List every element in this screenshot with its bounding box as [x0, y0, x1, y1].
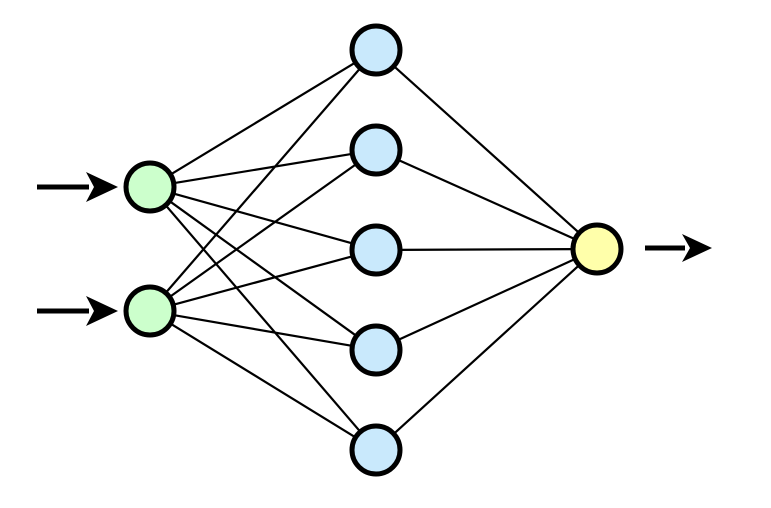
input-arrow-bottom: [37, 296, 118, 326]
edges-group: [164, 60, 581, 439]
node-hidden-1[interactable]: [349, 23, 403, 77]
edge-input-1-to-hidden-2: [172, 152, 354, 185]
node-hidden-5[interactable]: [349, 423, 403, 477]
node-hidden-2[interactable]: [349, 123, 403, 177]
edge-input-1-to-hidden-4: [168, 199, 358, 338]
node-hidden-3[interactable]: [349, 223, 403, 277]
node-hidden-4[interactable]: [349, 323, 403, 377]
input-arrow-top-head: [86, 172, 118, 202]
edge-input-1-to-hidden-5: [164, 203, 362, 434]
input-arrow-top: [37, 172, 118, 202]
edge-input-2-to-hidden-5: [169, 322, 357, 439]
output-arrow-head: [682, 234, 712, 262]
edge-input-2-to-hidden-2: [168, 162, 358, 299]
node-input-2[interactable]: [123, 284, 177, 338]
node-input-1[interactable]: [123, 160, 177, 214]
edge-input-1-to-hidden-1: [169, 60, 357, 177]
output-arrow: [645, 234, 712, 262]
nodes-group: [123, 23, 624, 477]
node-output-1[interactable]: [570, 222, 624, 276]
edge-hidden-2-to-output-1: [396, 158, 577, 241]
edge-hidden-4-to-output-1: [396, 257, 577, 342]
edge-input-2-to-hidden-4: [172, 313, 354, 348]
edge-input-1-to-hidden-3: [171, 192, 355, 245]
edge-hidden-5-to-output-1: [392, 263, 581, 436]
arrows-group: [37, 172, 712, 326]
input-arrow-bottom-head: [86, 296, 118, 326]
edge-hidden-3-to-output-1: [398, 248, 575, 251]
edge-hidden-1-to-output-1: [392, 64, 581, 235]
edge-input-2-to-hidden-1: [164, 66, 362, 295]
edge-input-2-to-hidden-3: [171, 254, 355, 307]
